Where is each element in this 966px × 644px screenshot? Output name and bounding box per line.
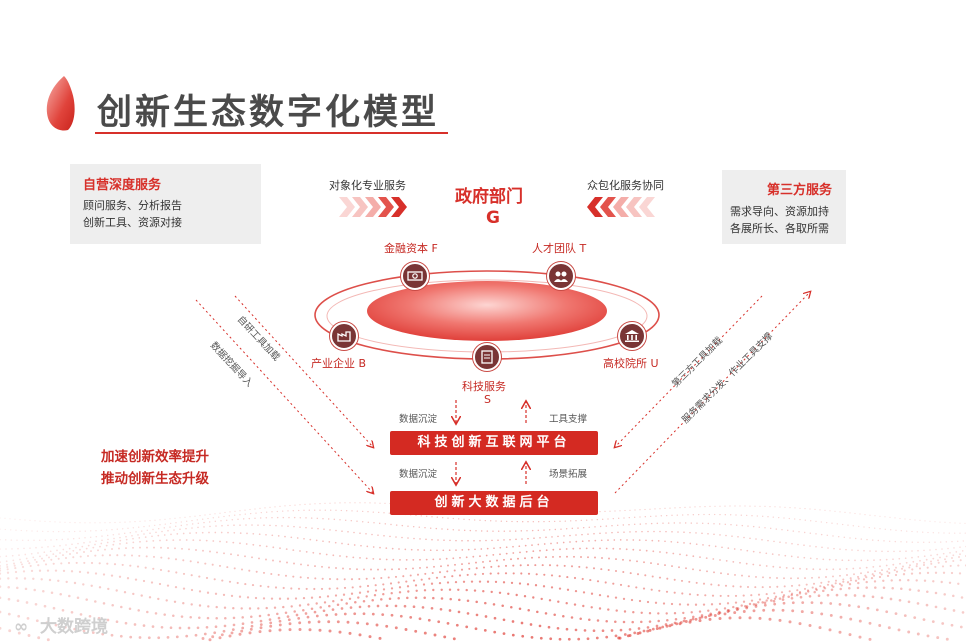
university-label: 高校院所 U bbox=[603, 355, 659, 371]
bank-icon bbox=[620, 324, 644, 348]
industry-label: 产业企业 B bbox=[311, 355, 366, 371]
factory-icon bbox=[332, 324, 356, 348]
document-icon bbox=[475, 345, 499, 369]
watermark-logo-icon: ∞ bbox=[14, 617, 40, 637]
watermark-text: 大数跨境 bbox=[40, 617, 108, 637]
third-party-line-1: 需求导向、资源加持 bbox=[730, 203, 829, 220]
government-letter: G bbox=[486, 208, 500, 228]
people-icon bbox=[549, 264, 573, 288]
chevron-right-icon bbox=[339, 197, 407, 217]
self-service-title: 自营深度服务 bbox=[83, 174, 161, 193]
left-diag-line-1 bbox=[235, 296, 373, 447]
petal-logo-icon bbox=[42, 74, 78, 134]
slogan-line-1: 加速创新效率提升 bbox=[101, 446, 209, 468]
tech-service-node bbox=[473, 343, 501, 371]
watermark: ∞大数跨境 bbox=[14, 612, 108, 637]
page-title: 创新生态数字化模型 bbox=[97, 84, 439, 135]
scene-expand-label: 场景拓展 bbox=[549, 466, 587, 480]
chevron-left-icon bbox=[587, 197, 655, 217]
platform-bar: 科技创新互联网平台 bbox=[390, 431, 598, 455]
self-service-line-2: 创新工具、资源对接 bbox=[83, 214, 182, 231]
finance-node bbox=[401, 262, 429, 290]
tech-service-label: 科技服务 bbox=[462, 378, 506, 394]
third-party-box: 第三方服务 需求导向、资源加持 各展所长、各取所需 bbox=[722, 170, 846, 244]
industry-node bbox=[330, 322, 358, 350]
talent-label: 人才团队 T bbox=[532, 240, 586, 256]
government-label: 政府部门 bbox=[455, 182, 523, 207]
talent-node bbox=[547, 262, 575, 290]
particle-wave bbox=[0, 502, 966, 641]
data-sink-label-1: 数据沉淀 bbox=[399, 411, 437, 425]
top-left-label: 对象化专业服务 bbox=[329, 177, 406, 193]
money-icon bbox=[403, 264, 427, 288]
self-service-box: 自营深度服务 顾问服务、分析报告 创新工具、资源对接 bbox=[70, 164, 261, 244]
university-node bbox=[618, 322, 646, 350]
tech-service-letter: S bbox=[484, 393, 491, 406]
tool-support-label: 工具支撑 bbox=[549, 411, 587, 425]
center-disc bbox=[367, 281, 607, 341]
top-right-label: 众包化服务协同 bbox=[587, 177, 664, 193]
finance-label: 金融资本 F bbox=[384, 240, 438, 256]
title-underline bbox=[95, 132, 448, 134]
third-party-title: 第三方服务 bbox=[767, 179, 832, 198]
third-party-line-2: 各展所长、各取所需 bbox=[730, 220, 829, 237]
bigdata-bar: 创新大数据后台 bbox=[390, 491, 598, 515]
slogan-block: 加速创新效率提升 推动创新生态升级 bbox=[101, 446, 209, 490]
slogan-line-2: 推动创新生态升级 bbox=[101, 468, 209, 490]
self-service-line-1: 顾问服务、分析报告 bbox=[83, 197, 182, 214]
data-sink-label-2: 数据沉淀 bbox=[399, 466, 437, 480]
